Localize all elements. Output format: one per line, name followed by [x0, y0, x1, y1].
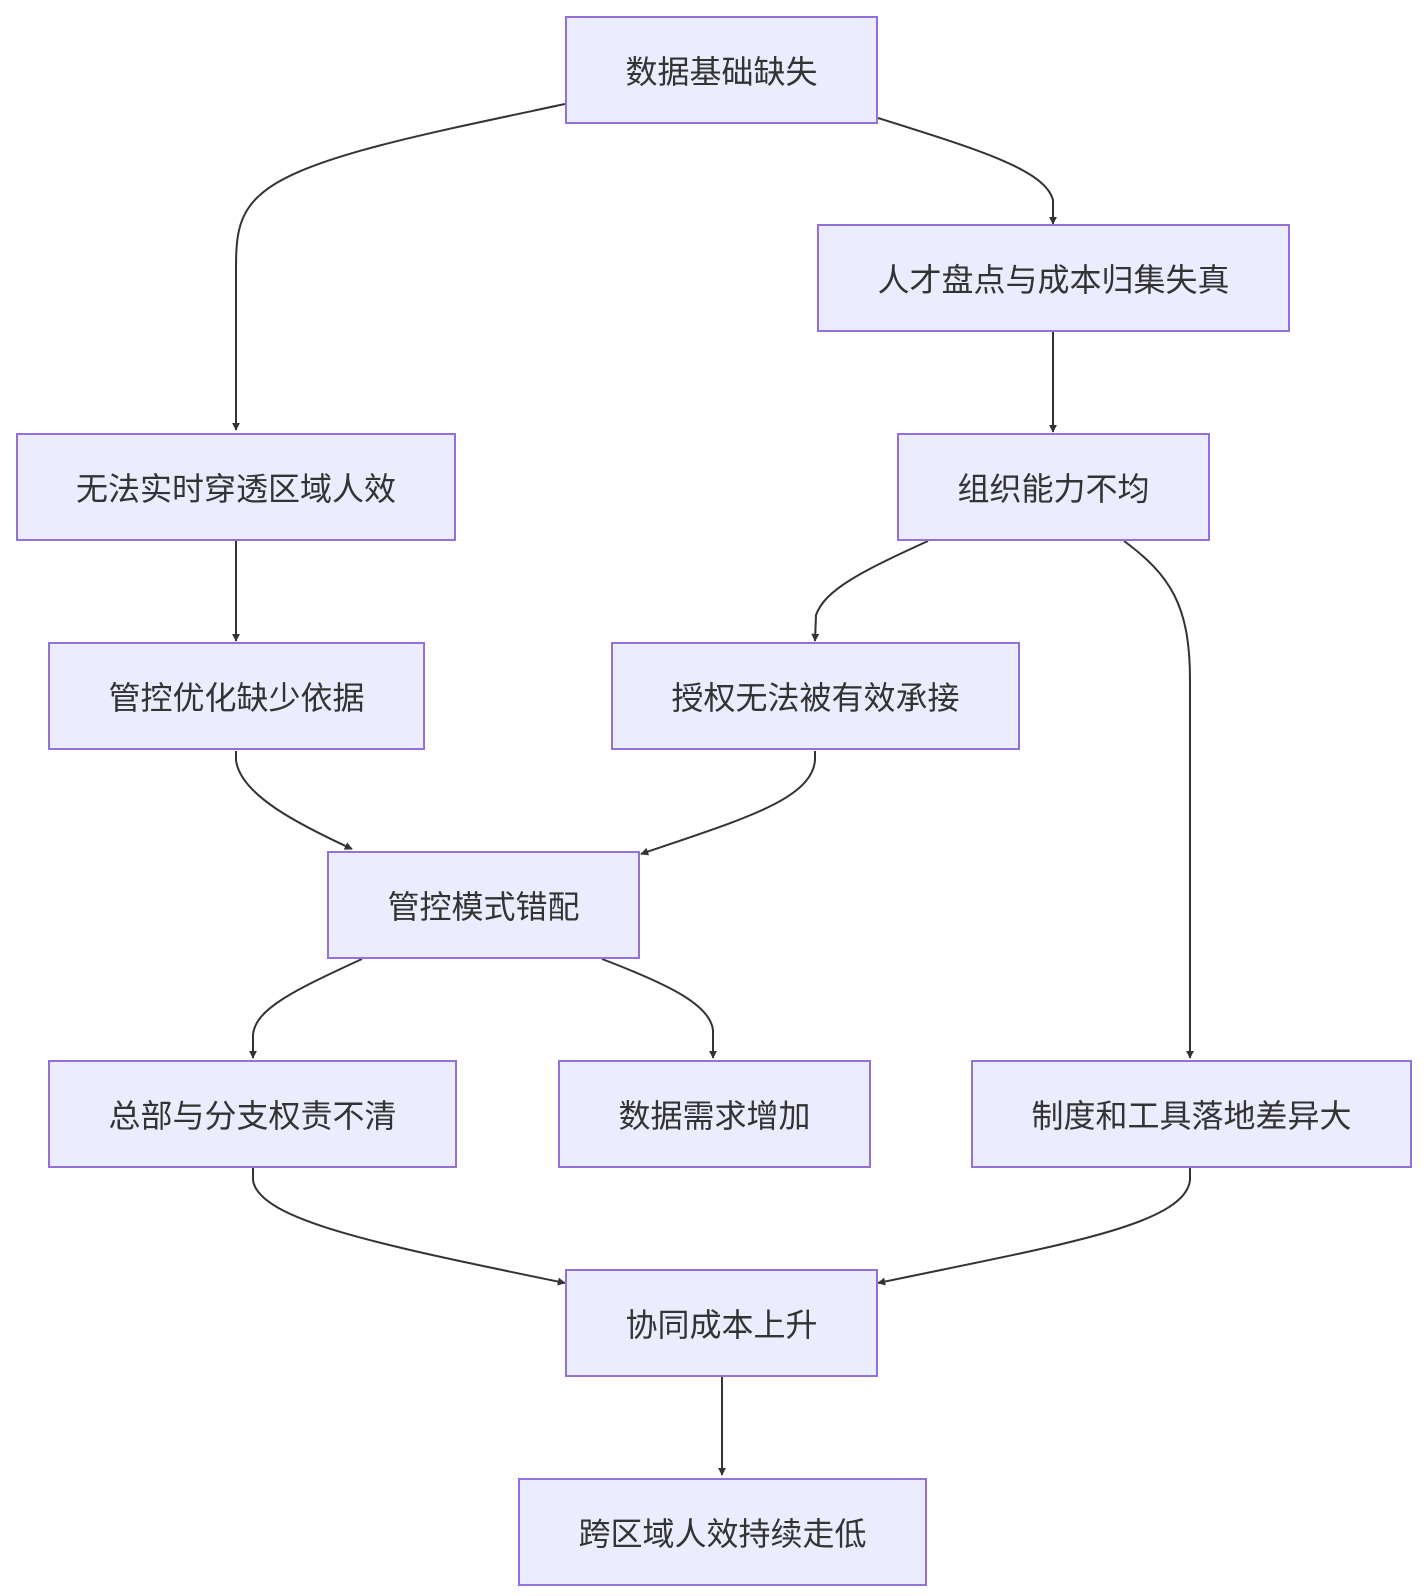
edge-control-mismatch-to-hq-branch [249, 958, 363, 1059]
edge-data-foundation-to-realtime-efficiency [232, 103, 566, 431]
edge-control-mismatch-to-data-demand [601, 958, 717, 1059]
edge-org-capability-to-policy-tool [1123, 540, 1194, 1059]
node-uneven-org-capability: 组织能力不均 [897, 433, 1210, 541]
node-no-realtime-regional-efficiency: 无法实时穿透区域人效 [16, 433, 456, 541]
edge-authorization-to-control-mismatch [640, 751, 816, 856]
node-authorization-not-undertaken: 授权无法被有效承接 [611, 642, 1020, 750]
node-collaboration-cost-rise: 协同成本上升 [565, 1269, 878, 1377]
node-talent-cost-distortion: 人才盘点与成本归集失真 [817, 224, 1290, 332]
node-policy-tool-landing-gap: 制度和工具落地差异大 [971, 1060, 1412, 1168]
node-hq-branch-unclear-responsibility: 总部与分支权责不清 [48, 1060, 457, 1168]
node-control-mode-mismatch: 管控模式错配 [327, 851, 640, 959]
edge-org-capability-to-authorization [811, 540, 929, 642]
node-data-demand-increase: 数据需求增加 [558, 1060, 871, 1168]
edge-policy-tool-to-collaboration-cost [877, 1168, 1191, 1286]
edge-hq-branch-to-collaboration-cost [252, 1168, 566, 1286]
edge-data-foundation-to-talent-cost [877, 117, 1057, 225]
node-control-optimization-lacks-basis: 管控优化缺少依据 [48, 642, 425, 750]
node-data-foundation-missing: 数据基础缺失 [565, 16, 878, 124]
edge-optimization-basis-to-control-mismatch [235, 751, 353, 850]
node-cross-region-efficiency-low: 跨区域人效持续走低 [518, 1478, 927, 1586]
